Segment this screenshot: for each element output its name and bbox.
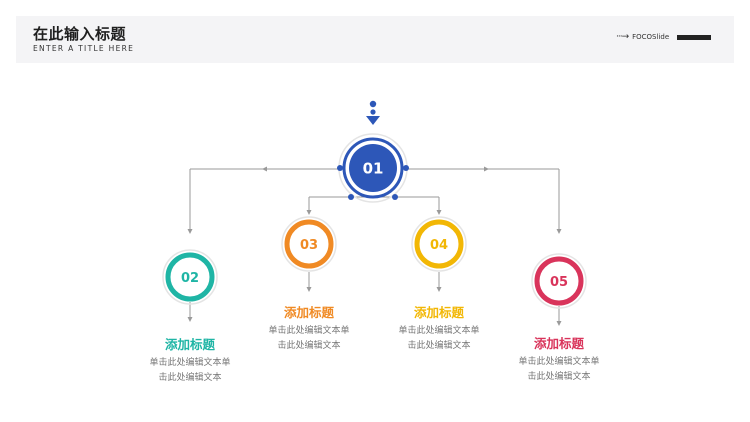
node-02-title: 添加标题 [164, 337, 215, 352]
page-subtitle: ENTER A TITLE HERE [33, 44, 135, 53]
brand-bar [677, 34, 712, 40]
node-05-desc-line2: 击此处编辑文本 [527, 372, 591, 382]
node-05: 05 [531, 253, 587, 309]
node-03-desc-line2: 击此处编辑文本 [277, 341, 341, 351]
node-03-label: 添加标题 单击此处编辑文本单 击此处编辑文本 [249, 302, 369, 354]
node-05-desc-line1: 单击此处编辑文本单 [518, 357, 600, 367]
node-02-desc: 单击此处编辑文本单 击此处编辑文本 [130, 356, 250, 386]
node-02-desc-line2: 击此处编辑文本 [158, 373, 222, 383]
node-05-desc: 单击此处编辑文本单 击此处编辑文本 [499, 355, 619, 385]
node-04-title: 添加标题 [413, 305, 464, 320]
brand-name: FOCOSlide [632, 33, 670, 41]
header-bar: 在此输入标题 ENTER A TITLE HERE ···→ FOCOSlide [16, 16, 734, 63]
node-05-label: 添加标题 单击此处编辑文本单 击此处编辑文本 [499, 333, 619, 385]
node-04: 04 [411, 216, 467, 272]
node-03-title: 添加标题 [283, 305, 334, 320]
node-03-desc-line1: 单击此处编辑文本单 [268, 326, 350, 336]
node-03: 03 [281, 216, 337, 272]
node-04-desc-line1: 单击此处编辑文本单 [398, 326, 480, 336]
node-05-number: 05 [550, 275, 568, 290]
connector-arrowheads [187, 166, 562, 326]
node-03-desc: 单击此处编辑文本单 击此处编辑文本 [249, 324, 369, 354]
node-02: 02 [162, 249, 218, 305]
node-01-number: 01 [363, 160, 384, 178]
dotted-arrow-icon: ···→ [616, 32, 629, 42]
down-arrow-icon [366, 100, 380, 125]
node-04-label: 添加标题 单击此处编辑文本单 击此处编辑文本 [379, 302, 499, 354]
node-04-desc-line2: 击此处编辑文本 [407, 341, 471, 351]
node-05-title: 添加标题 [533, 336, 584, 351]
page-title: 在此输入标题 [33, 25, 127, 43]
node-04-number: 04 [430, 238, 448, 253]
node-01-disc [349, 144, 397, 192]
node-04-desc: 单击此处编辑文本单 击此处编辑文本 [379, 324, 499, 354]
node-01: 01 [337, 133, 409, 203]
node-02-desc-line1: 单击此处编辑文本单 [149, 358, 231, 368]
brand: ···→ FOCOSlide [616, 32, 712, 42]
node-03-number: 03 [300, 238, 318, 253]
node-02-label: 添加标题 单击此处编辑文本单 击此处编辑文本 [130, 334, 250, 386]
node-02-number: 02 [181, 271, 199, 286]
